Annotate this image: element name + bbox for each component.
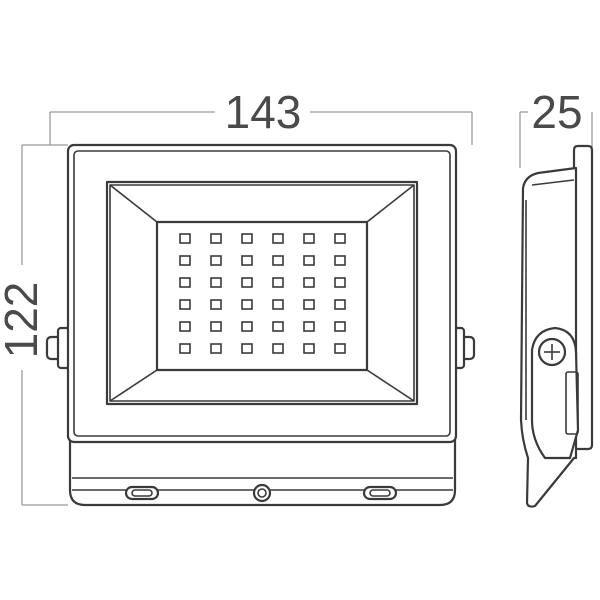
led-chip	[334, 233, 346, 244]
led-chip	[210, 299, 222, 310]
led-chip	[179, 233, 191, 244]
led-chip	[241, 299, 253, 310]
depth-dimension: 25	[519, 86, 593, 168]
depth-dimension-label: 25	[531, 86, 582, 138]
front-view	[45, 143, 476, 507]
led-chip	[179, 321, 191, 332]
led-chip	[241, 255, 253, 266]
led-chip	[210, 321, 222, 332]
mounting-slot-left	[124, 485, 160, 501]
width-dimension-label: 143	[225, 86, 302, 138]
led-chip	[241, 277, 253, 288]
led-chip	[272, 343, 284, 354]
led-chip	[303, 233, 315, 244]
led-chip	[179, 255, 191, 266]
bottom-mounting-plate	[68, 438, 457, 507]
led-chip	[179, 277, 191, 288]
led-chip	[272, 233, 284, 244]
led-chip	[303, 299, 315, 310]
led-chip	[210, 343, 222, 354]
led-chip	[303, 321, 315, 332]
led-chip	[210, 255, 222, 266]
led-chip	[303, 277, 315, 288]
screw-icon	[537, 337, 567, 367]
mounting-slot-right	[362, 485, 398, 501]
led-chip	[303, 255, 315, 266]
height-dimension: 122	[0, 144, 68, 506]
led-chip	[179, 343, 191, 354]
led-chip	[334, 321, 346, 332]
mounting-hole-center	[252, 483, 272, 503]
led-chip	[303, 343, 315, 354]
led-chip	[241, 233, 253, 244]
led-chip	[272, 277, 284, 288]
led-chip	[334, 299, 346, 310]
led-chip	[334, 255, 346, 266]
led-chip	[334, 343, 346, 354]
led-grid	[179, 233, 346, 354]
width-dimension: 143	[49, 86, 473, 145]
led-chip	[272, 255, 284, 266]
led-chip	[241, 343, 253, 354]
led-chip	[272, 299, 284, 310]
led-chip	[179, 299, 191, 310]
side-view	[519, 144, 594, 508]
reflector-inner	[155, 220, 369, 372]
led-chip	[210, 233, 222, 244]
led-chip	[210, 277, 222, 288]
led-chip	[334, 277, 346, 288]
height-dimension-label: 122	[0, 282, 47, 359]
led-chip	[272, 321, 284, 332]
led-chip	[241, 321, 253, 332]
